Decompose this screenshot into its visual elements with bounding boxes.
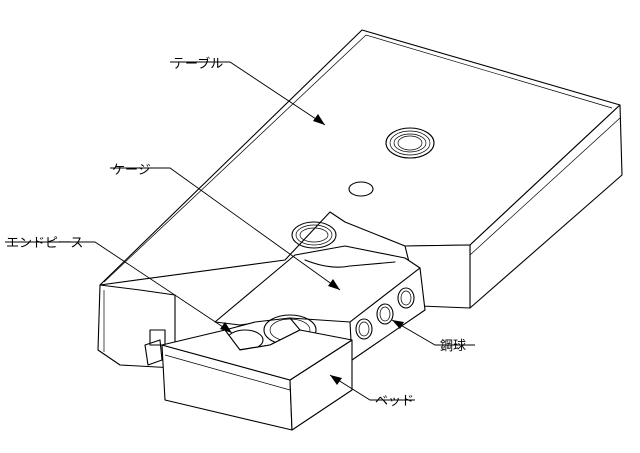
- label-table: テーブル: [172, 56, 223, 72]
- threaded-hole-icon: [385, 127, 435, 159]
- leaders: [5, 61, 475, 401]
- steel-balls-icon: [355, 287, 415, 340]
- bed-part: [161, 329, 353, 431]
- label-end-piece: エンドピース: [6, 236, 83, 251]
- label-steel-ball: 鋼球: [440, 339, 466, 354]
- cage-part: [214, 245, 426, 361]
- threaded-hole-2-icon: [291, 221, 337, 249]
- label-cage: ケージ: [112, 163, 151, 178]
- small-hole-icon: [348, 181, 374, 197]
- label-bed: ベッド: [375, 394, 414, 409]
- bed-top-face: [161, 329, 353, 381]
- table-part: [97, 29, 623, 369]
